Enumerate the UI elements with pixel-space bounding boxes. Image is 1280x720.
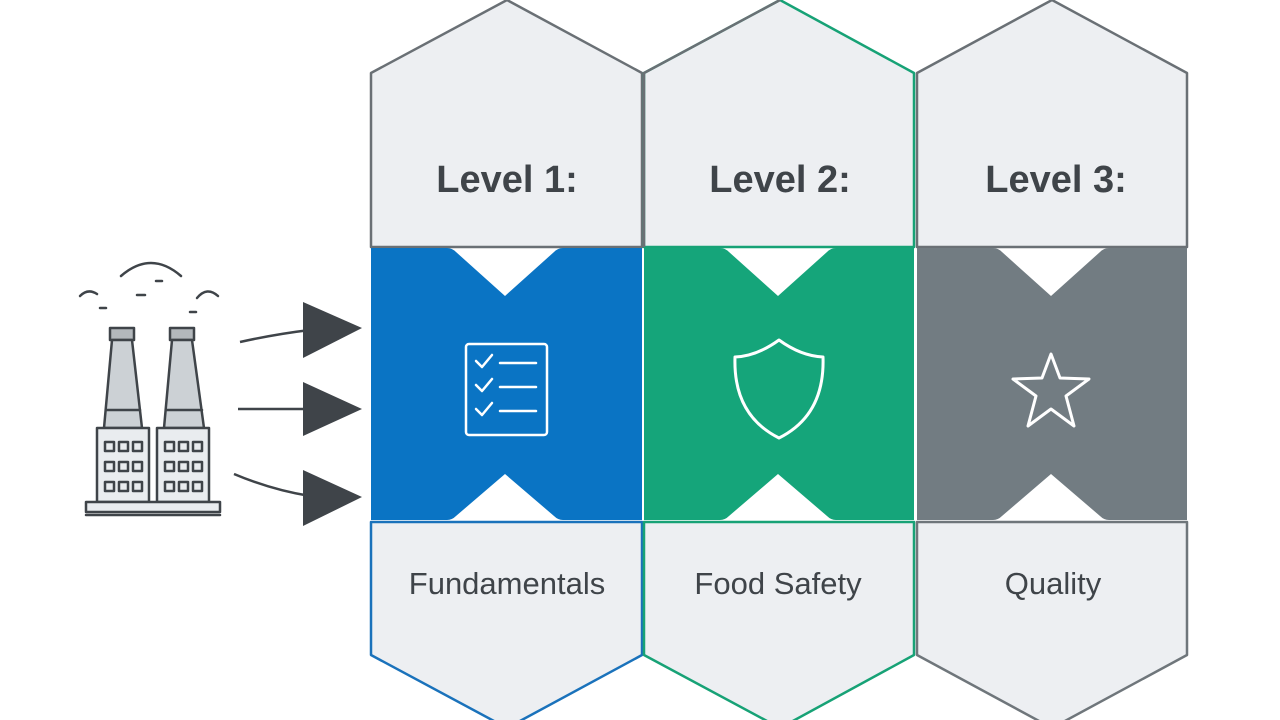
arrow-bottom xyxy=(233,470,362,526)
checklist-icon xyxy=(464,342,549,437)
level-2-panel: Level 2: Food Safety xyxy=(642,0,916,720)
level-3-title: Level 3: xyxy=(985,159,1127,201)
level-2-title: Level 2: xyxy=(709,159,851,201)
factory-icon xyxy=(78,261,222,517)
level-1-title: Level 1: xyxy=(436,159,578,201)
arrow-top xyxy=(239,302,362,358)
shield-icon xyxy=(733,338,825,440)
level-2-name: Food Safety xyxy=(694,566,862,601)
arrow-middle xyxy=(238,382,362,436)
level-1-panel: Level 1: Fundamentals xyxy=(369,0,644,720)
star-icon xyxy=(1011,352,1091,428)
level-3-name: Quality xyxy=(1005,566,1102,601)
flow-arrows xyxy=(233,302,362,526)
level-1-name: Fundamentals xyxy=(409,566,605,601)
level-3-panel: Level 3: Quality xyxy=(915,0,1189,720)
